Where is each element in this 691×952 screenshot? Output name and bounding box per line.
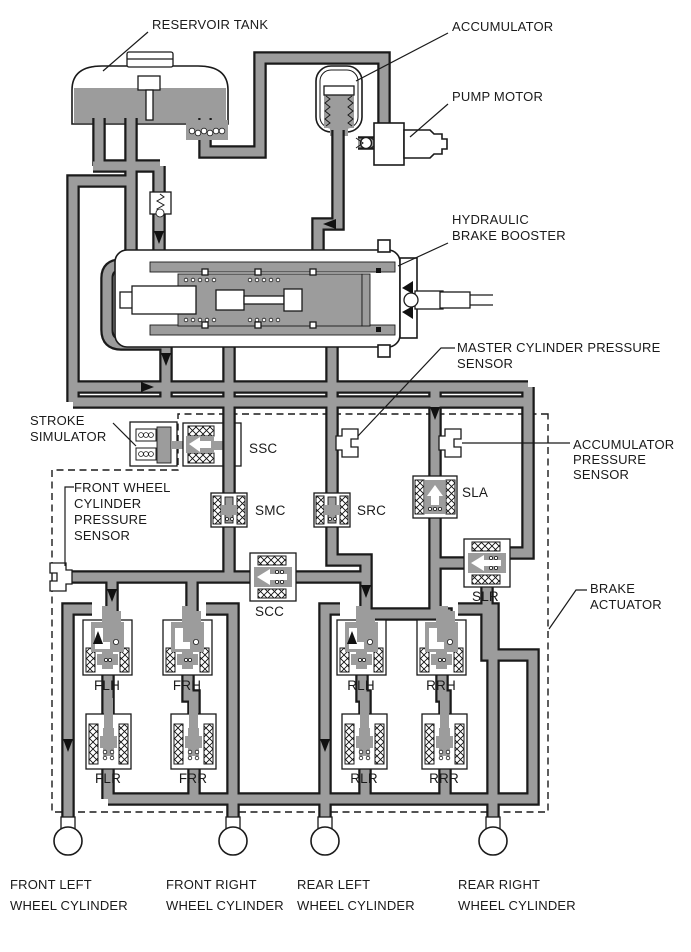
label-brake-actuator: BRAKE	[590, 581, 635, 596]
label-smc: SMC	[255, 503, 286, 518]
booster-output-rod	[403, 290, 493, 310]
label-slr: SLR	[472, 589, 499, 604]
label-rrh: RRH	[426, 678, 456, 693]
booster-springs	[183, 277, 281, 323]
svg-text:WHEEL CYLINDER: WHEEL CYLINDER	[166, 898, 284, 913]
label-rlh: RLH	[347, 678, 375, 693]
label-rlr: RLR	[350, 771, 378, 786]
valve-frh	[162, 605, 213, 676]
valve-flh	[82, 605, 133, 676]
svg-text:BRAKE BOOSTER: BRAKE BOOSTER	[452, 228, 566, 243]
label-hydraulic-brake-booster: HYDRAULIC	[452, 212, 529, 227]
label-frh: FRH	[173, 678, 201, 693]
pump-motor	[373, 122, 448, 166]
svg-text:WHEEL CYLINDER: WHEEL CYLINDER	[10, 898, 128, 913]
valve-sla	[412, 475, 458, 519]
label-sla: SLA	[462, 485, 488, 500]
svg-text:SENSOR: SENSOR	[74, 528, 130, 543]
valve-frr	[170, 697, 217, 770]
svg-text:PRESSURE: PRESSURE	[573, 452, 646, 467]
valve-src	[313, 492, 351, 528]
label-rear-right-wheel-cylinder: REAR RIGHT	[458, 877, 540, 892]
label-master-cylinder-pressure-sensor: MASTER CYLINDER PRESSURE	[457, 340, 661, 355]
label-accumulator: ACCUMULATOR	[452, 19, 553, 34]
flh-arrow	[93, 631, 103, 644]
svg-text:CYLINDER: CYLINDER	[74, 496, 141, 511]
valve-flr	[85, 697, 132, 770]
hydraulic-brake-booster	[114, 239, 493, 358]
label-scc: SCC	[255, 604, 284, 619]
valve-scc	[249, 552, 297, 602]
svg-text:SIMULATOR: SIMULATOR	[30, 429, 106, 444]
labels: RESERVOIR TANK ACCUMULATOR PUMP MOTOR HY…	[10, 17, 674, 913]
svg-text:SENSOR: SENSOR	[573, 467, 629, 482]
relief-valve	[149, 191, 172, 218]
accumulator	[315, 65, 363, 136]
callout-lines	[64, 31, 587, 630]
label-flh: FLH	[94, 678, 120, 693]
label-ssc: SSC	[249, 441, 277, 456]
wheel-cylinder-rear-left	[310, 816, 340, 856]
wheel-cylinder-rear-right	[478, 816, 508, 856]
svg-text:ACTUATOR: ACTUATOR	[590, 597, 662, 612]
reservoir-bubbles	[186, 120, 228, 140]
brake-actuator-boundary	[51, 413, 549, 813]
valve-rlr	[341, 697, 388, 770]
valve-smc	[210, 492, 248, 528]
pipe-network-inner	[63, 53, 538, 824]
label-stroke-simulator: STROKE	[30, 413, 85, 428]
svg-text:WHEEL CYLINDER: WHEEL CYLINDER	[297, 898, 415, 913]
master-cylinder-pressure-sensor	[335, 428, 359, 458]
reservoir-tank	[71, 51, 229, 125]
svg-text:PRESSURE: PRESSURE	[74, 512, 147, 527]
rlh-arrow	[347, 631, 357, 644]
label-reservoir-tank: RESERVOIR TANK	[152, 17, 268, 32]
label-rrr: RRR	[429, 771, 459, 786]
label-frr: FRR	[179, 771, 207, 786]
label-flr: FLR	[95, 771, 121, 786]
svg-text:WHEEL CYLINDER: WHEEL CYLINDER	[458, 898, 576, 913]
svg-text:SENSOR: SENSOR	[457, 356, 513, 371]
label-front-wheel-cylinder-pressure-sensor: FRONT WHEEL	[74, 480, 171, 495]
stroke-simulator	[129, 421, 191, 467]
label-front-right-wheel-cylinder: FRONT RIGHT	[166, 877, 257, 892]
front-wheel-cylinder-pressure-sensor	[49, 562, 73, 592]
label-front-left-wheel-cylinder: FRONT LEFT	[10, 877, 92, 892]
wheel-cylinder-front-left	[53, 816, 83, 856]
accumulator-pressure-sensor	[438, 428, 462, 458]
valve-rrr	[421, 697, 468, 770]
label-pump-motor: PUMP MOTOR	[452, 89, 543, 104]
label-src: SRC	[357, 503, 386, 518]
wheel-cylinder-front-right	[218, 816, 248, 856]
valve-slr	[463, 538, 511, 588]
label-accumulator-pressure-sensor: ACCUMULATOR	[573, 437, 674, 452]
label-rear-left-wheel-cylinder: REAR LEFT	[297, 877, 370, 892]
flow-arrows	[63, 219, 440, 752]
